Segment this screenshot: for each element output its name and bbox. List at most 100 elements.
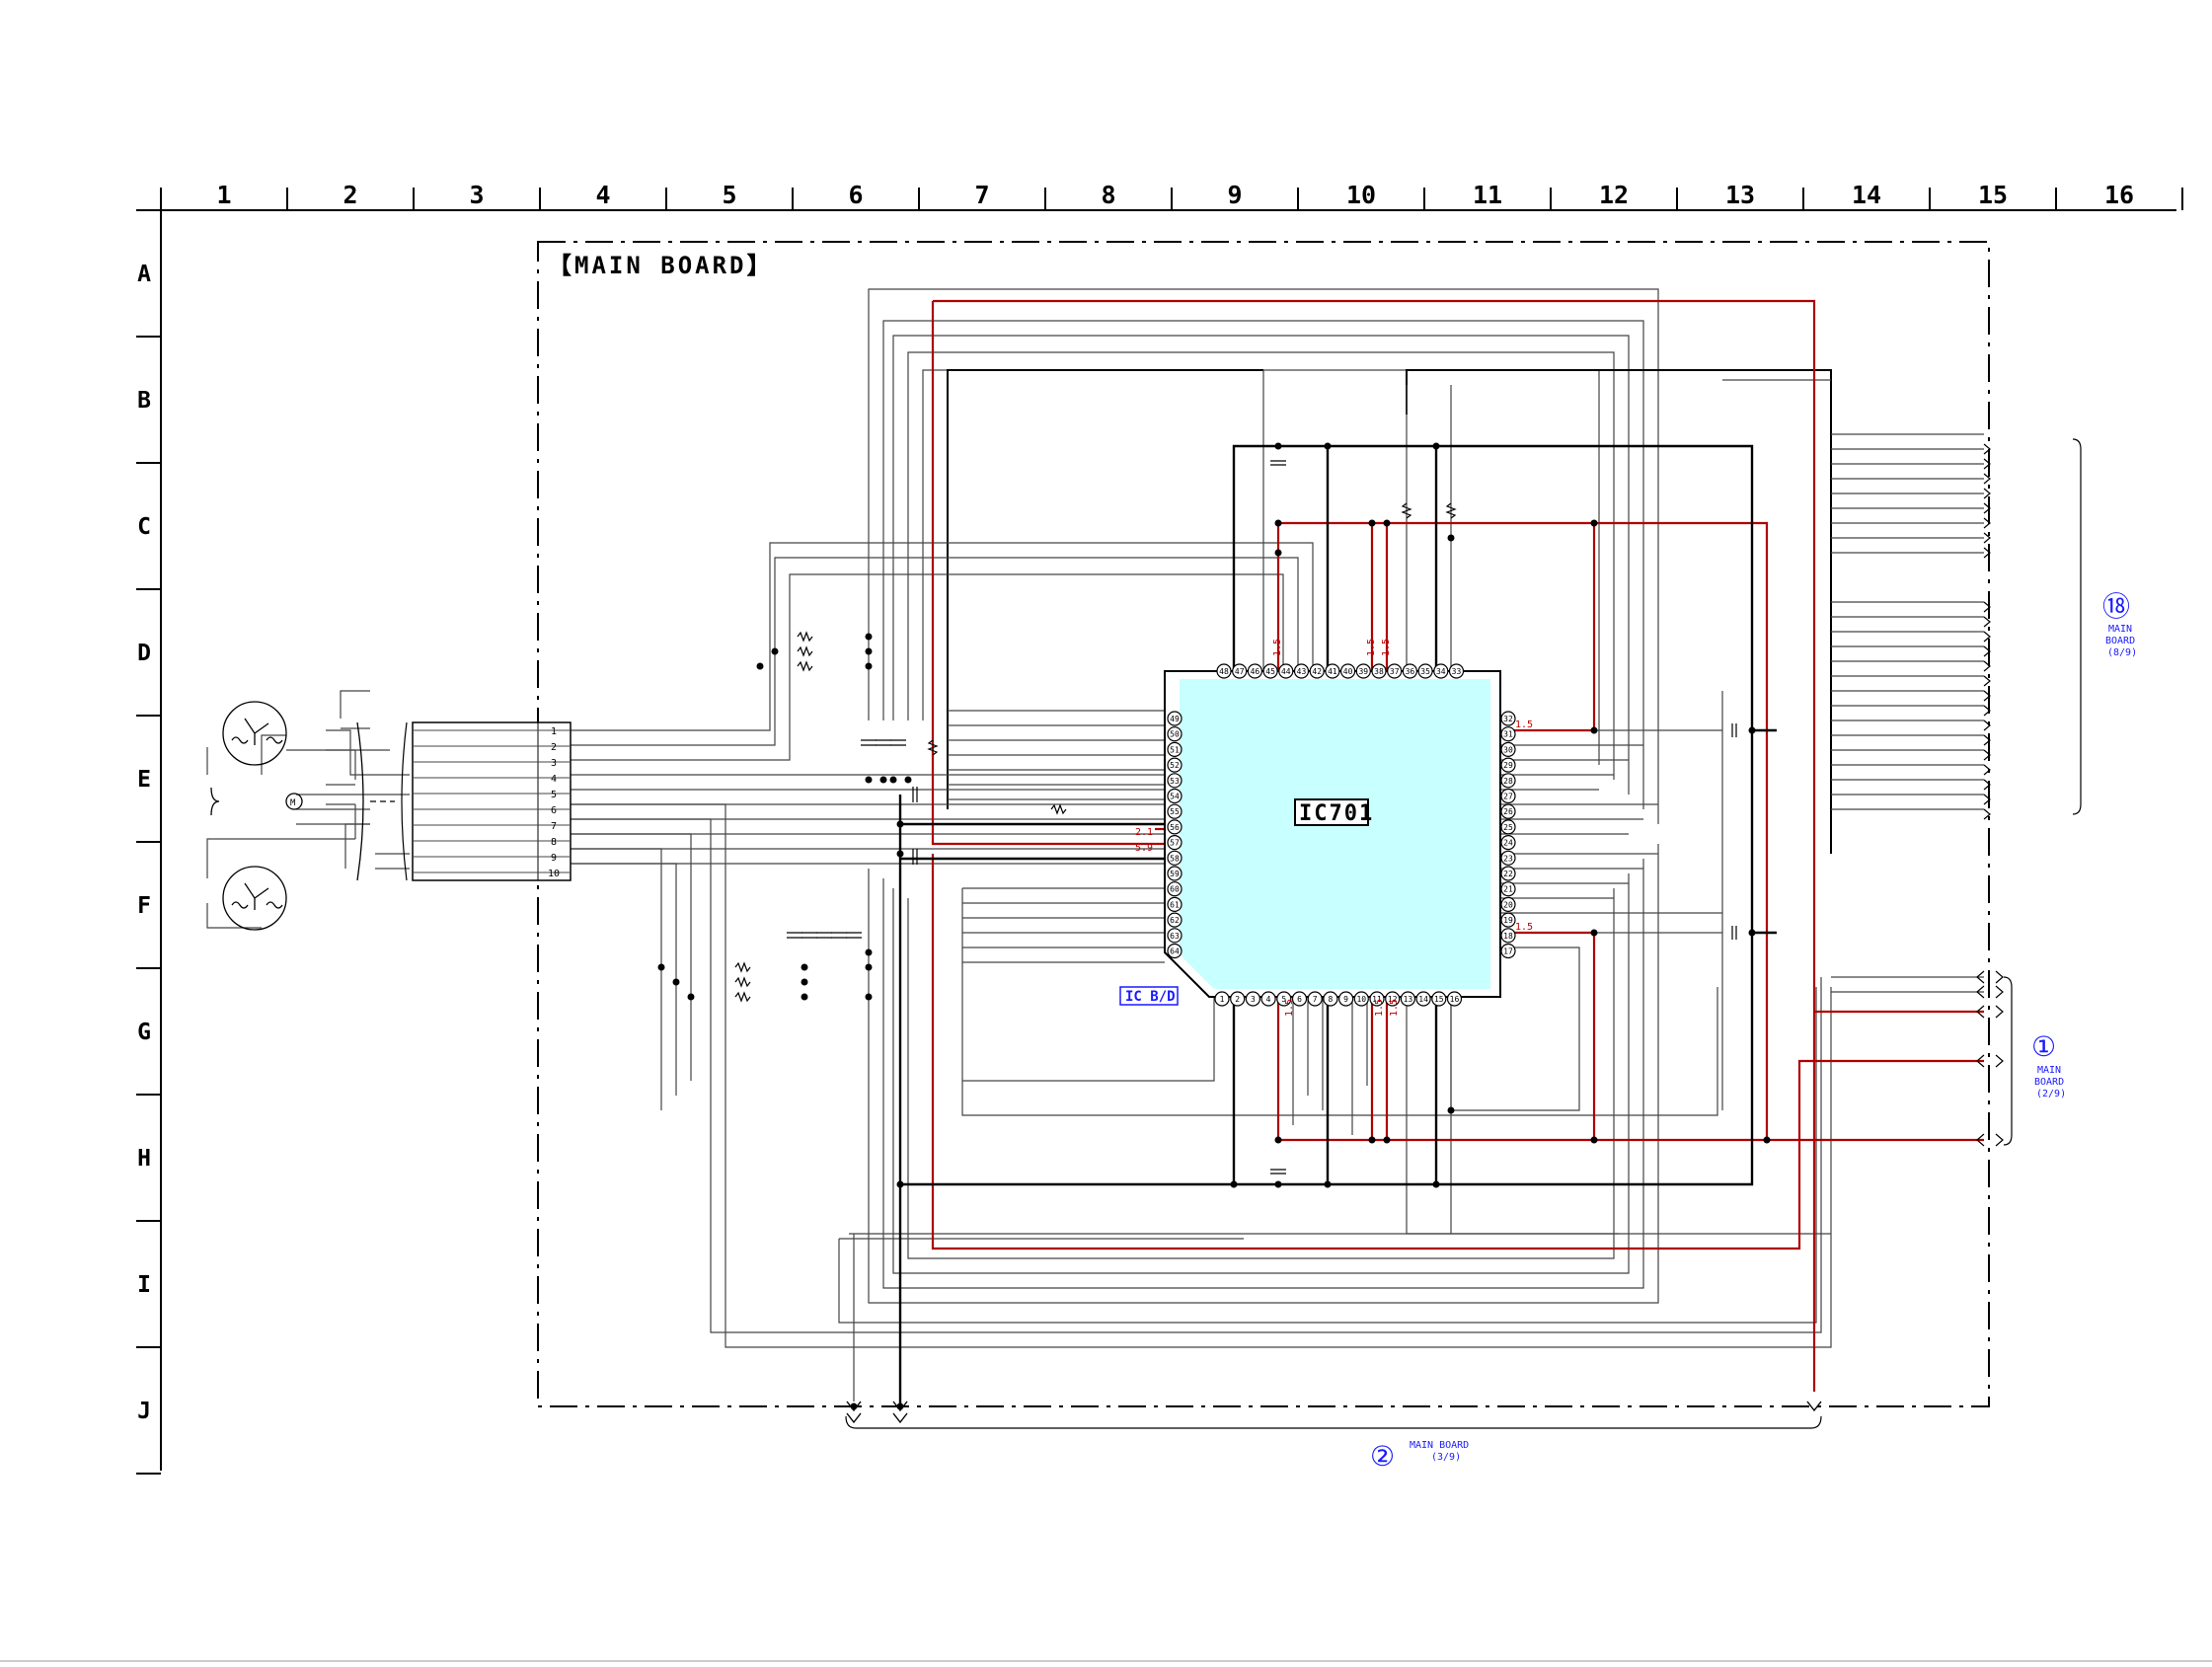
connector-pin-9: 9 [551,853,557,864]
ic-pin-34: 34 [1433,663,1449,679]
row-label-H: H [137,1146,151,1172]
svg-text:32: 32 [1503,715,1513,723]
svg-text:49: 49 [1170,715,1180,723]
row-label-E: E [137,767,151,793]
passive-components [734,460,1737,1174]
ic-pin-18: 18 [1500,928,1516,944]
svg-text:30: 30 [1503,745,1513,754]
ic-pin-29: 29 [1500,757,1516,773]
ic-pin-9: 9 [1337,991,1354,1007]
svg-text:36: 36 [1406,667,1415,676]
ic-pin-1: 1 [1214,991,1230,1007]
signal-wiring [206,288,1984,1402]
ic-pin-25: 25 [1500,819,1516,835]
svg-text:①: ① [2031,1030,2056,1063]
connector-pin-7: 7 [551,821,557,832]
voltage-pin5: 1.5 [1284,999,1295,1017]
column-label-16: 16 [2104,181,2134,209]
svg-text:11: 11 [1372,995,1382,1004]
connector-pin-5: 5 [551,790,557,800]
ic-pin-3: 3 [1245,991,1261,1007]
ic-pin-47: 47 [1232,663,1248,679]
connector-pin-10: 10 [548,869,560,879]
ic-pin-19: 19 [1500,912,1516,928]
svg-text:57: 57 [1170,839,1180,848]
voltage-lines [931,299,1984,1392]
svg-text:62: 62 [1170,916,1180,925]
column-label-5: 5 [722,181,736,209]
svg-text:M: M [290,798,296,808]
svg-text:8: 8 [1328,995,1333,1004]
bottom-arrows [846,1401,1822,1424]
svg-text:39: 39 [1358,667,1368,676]
ic-pin-28: 28 [1500,773,1516,789]
junction-dots [657,442,1771,1410]
svg-text:50: 50 [1170,730,1180,739]
head-coil-lower [222,866,287,931]
svg-text:(2/9): (2/9) [2036,1089,2066,1099]
ic-pin-12: 12 [1385,991,1401,1007]
head-assembly: M [210,701,364,931]
head-coil-upper [222,701,287,766]
svg-text:42: 42 [1312,667,1322,676]
ic-pin-36: 36 [1402,663,1418,679]
ic-pin-46: 46 [1247,663,1263,679]
column-label-8: 8 [1101,181,1115,209]
column-label-12: 12 [1599,181,1629,209]
ic-pin-33: 33 [1448,663,1465,679]
ic-pin-42: 42 [1309,663,1325,679]
row-label-A: A [137,262,151,287]
column-label-7: 7 [974,181,989,209]
svg-text:35: 35 [1420,667,1430,676]
connector-pin-1: 1 [551,726,557,737]
column-label-14: 14 [1852,181,1881,209]
ic-pin-26: 26 [1500,803,1516,819]
svg-text:MAIN BOARD: MAIN BOARD [1410,1440,1469,1451]
svg-text:34: 34 [1436,667,1446,676]
row-label-J: J [137,1399,151,1424]
svg-text:20: 20 [1503,900,1513,909]
svg-text:MAIN: MAIN [2108,624,2132,635]
ic-pin-8: 8 [1323,991,1338,1007]
svg-text:4: 4 [1266,995,1271,1004]
ic-pin-11: 11 [1369,991,1385,1007]
svg-text:7: 7 [1313,995,1318,1004]
row-label-C: C [137,514,151,540]
ic701-name: IC701 [1299,801,1374,826]
ic-pin-40: 40 [1339,663,1356,679]
svg-text:22: 22 [1503,870,1513,878]
svg-text:64: 64 [1170,947,1180,956]
reference-main-board-2-9: ① MAIN BOARD (2/9) [2031,1030,2066,1099]
svg-text:9: 9 [1343,995,1348,1004]
ic-pin-27: 27 [1500,788,1516,804]
voltage-labels: 1.5 1.5 1.5 1.5 1.5 2.1 5.9 1.5 1.5 1.5 [1135,639,1533,1017]
svg-text:63: 63 [1170,932,1180,941]
svg-text:47: 47 [1235,667,1245,676]
ic-pin-53: 53 [1167,773,1182,789]
svg-text:59: 59 [1170,870,1180,878]
ic-pin-23: 23 [1500,850,1516,866]
ic701-body [1180,679,1490,989]
ic-pin-61: 61 [1167,896,1182,913]
grid-frame [136,188,2176,1471]
connector-pin-4: 4 [551,774,557,785]
ic-pin-39: 39 [1355,663,1371,679]
column-label-9: 9 [1227,181,1242,209]
svg-text:BOARD: BOARD [2034,1077,2064,1088]
svg-text:43: 43 [1297,667,1307,676]
ic-pin-51: 51 [1167,741,1182,758]
row-label-B: B [137,388,151,414]
connector-pin-3: 3 [551,758,557,769]
ic-pin-64: 64 [1167,943,1182,959]
ic-pin-49: 49 [1167,711,1182,726]
voltage-pin45: 1.5 [1272,639,1283,656]
ic-pin-10: 10 [1353,991,1369,1007]
ic-pin-14: 14 [1415,991,1431,1007]
ic-pin-5: 5 [1276,991,1292,1007]
svg-text:48: 48 [1219,667,1229,676]
voltage-pin31: 1.5 [1515,720,1533,730]
